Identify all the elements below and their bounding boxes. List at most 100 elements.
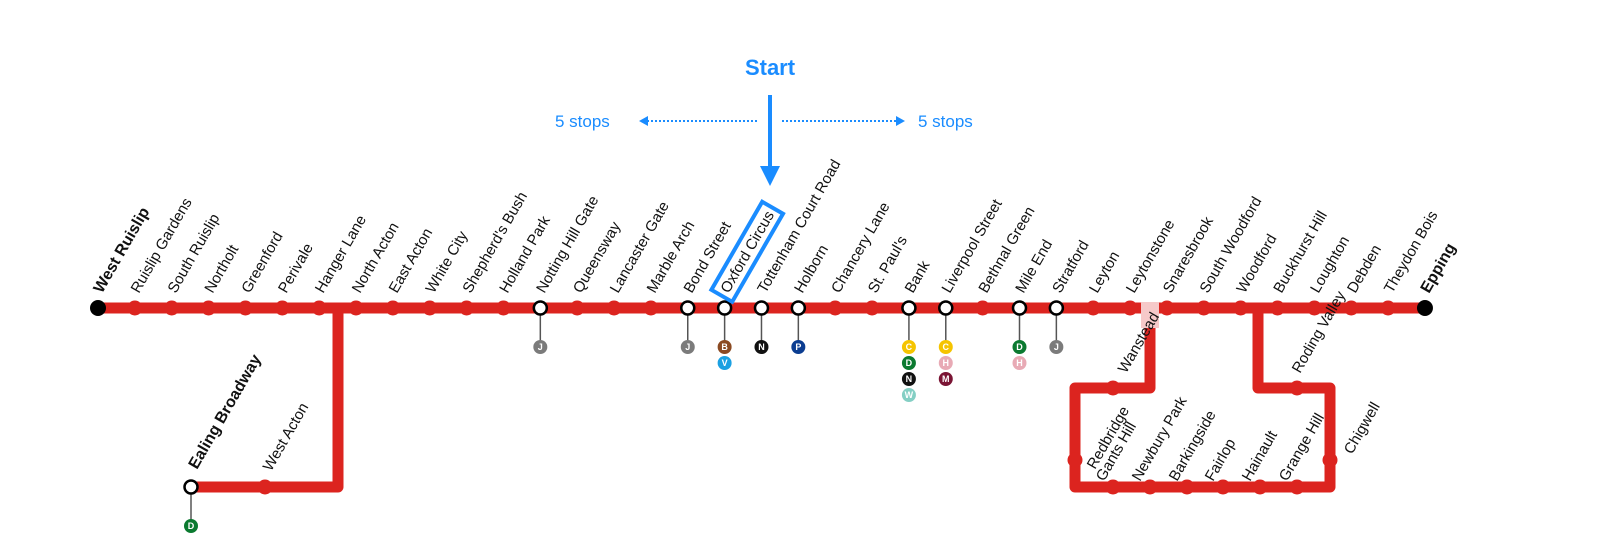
station-marker <box>1122 300 1138 316</box>
station-label: Wanstead <box>1115 309 1163 376</box>
station-label: Grange Hill <box>1276 411 1328 484</box>
station-marker <box>1289 479 1305 495</box>
interchange-badge-W <box>901 388 916 402</box>
station-marker <box>1233 300 1249 316</box>
station-label-group: Leyton <box>1086 248 1123 296</box>
start-label: Start <box>745 55 796 80</box>
station-label: Chigwell <box>1341 399 1384 457</box>
station-marker <box>864 300 880 316</box>
station-label-group: Northolt <box>201 241 242 296</box>
station-label: Perivale <box>275 241 317 296</box>
interchange-station-marker <box>790 300 807 316</box>
interchange-badge-letter: D <box>906 358 913 368</box>
interchange-badge-letter: M <box>942 374 950 384</box>
interchange-badge-letter: C <box>906 342 913 352</box>
station-label-group: Perivale <box>275 241 317 296</box>
left-stops-label: 5 stops <box>555 112 610 131</box>
interchange-badge-letter: W <box>905 390 914 400</box>
interchange-badge-letter: J <box>538 342 543 352</box>
station-label-group: Debden <box>1344 242 1385 296</box>
station-marker <box>385 300 401 316</box>
station-marker <box>569 300 585 316</box>
start-station-highlight-box <box>708 199 786 305</box>
station-marker <box>348 300 364 316</box>
station-marker <box>1085 300 1101 316</box>
right-arrow-head <box>896 116 905 126</box>
station-marker <box>643 300 659 316</box>
station-label: Shepherd's Bush <box>459 189 531 296</box>
terminus-marker <box>1416 300 1433 316</box>
wanstead-junction <box>1141 302 1159 328</box>
station-marker <box>495 300 511 316</box>
interchange-badge-letter: J <box>1054 342 1059 352</box>
interchange-badge-letter: B <box>721 342 728 352</box>
station-marker <box>311 300 327 316</box>
station-marker <box>164 300 180 316</box>
interchange-badge-D <box>1012 340 1027 354</box>
interchange-badge-V <box>717 356 732 370</box>
station-label: Epping <box>1418 241 1460 296</box>
station-marker <box>827 300 843 316</box>
interchange-badge-J <box>680 340 695 354</box>
station-label: Roding Valley <box>1289 288 1350 376</box>
station-label: Northolt <box>201 241 242 296</box>
station-label-group: Grange Hill <box>1276 411 1328 484</box>
right-stops-label: 5 stops <box>918 112 973 131</box>
interchange-station-marker <box>183 479 199 495</box>
station-marker <box>1343 300 1359 316</box>
interchange-badge-N <box>901 372 916 386</box>
station-marker <box>257 479 273 495</box>
station-label-group: Shepherd's Bush <box>459 189 531 296</box>
interchange-station-marker <box>938 300 954 316</box>
interchange-station-marker <box>901 300 917 316</box>
station-label-group: Roding Valley <box>1289 288 1350 376</box>
interchange-badge-H <box>1012 356 1027 370</box>
interchange-badge-letter: H <box>1016 358 1023 368</box>
ealing-branch-track <box>191 308 344 493</box>
interchange-badge-C <box>938 340 953 354</box>
interchange-badge-H <box>938 356 953 370</box>
terminus-marker <box>90 300 106 316</box>
interchange-badge-D <box>184 519 198 533</box>
station-label: Leyton <box>1086 248 1123 296</box>
station-label: Bank <box>902 257 934 296</box>
interchange-badge-letter: H <box>943 358 950 368</box>
interchange-badge-J <box>1049 340 1064 354</box>
station-label-group: Holborn <box>791 242 832 296</box>
station-label-group: Fairlop <box>1202 436 1240 484</box>
station-marker <box>274 300 290 316</box>
station-marker <box>1252 479 1268 495</box>
station-marker <box>606 300 622 316</box>
station-marker <box>975 300 991 316</box>
station-marker <box>1105 380 1121 396</box>
station-marker <box>237 300 253 316</box>
interchange-badge-M <box>938 372 953 386</box>
station-label-group: Wanstead <box>1115 309 1163 376</box>
interchange-station-marker <box>1011 300 1028 316</box>
station-marker <box>127 300 143 316</box>
station-marker <box>422 300 438 316</box>
interchange-station-marker <box>716 300 733 316</box>
station-marker <box>1270 300 1286 316</box>
interchange-station-marker <box>1048 300 1065 316</box>
start-annotation: Start 5 stops 5 stops <box>555 55 973 186</box>
station-marker <box>1215 479 1231 495</box>
interchange-badge-letter: N <box>906 374 913 384</box>
station-marker <box>1322 452 1338 468</box>
interchange-badge-C <box>901 340 916 354</box>
interchange-station-marker <box>532 300 549 316</box>
station-label: West Acton <box>260 400 313 474</box>
station-label-group: Chigwell <box>1341 399 1384 457</box>
station-marker <box>1179 479 1195 495</box>
interchange-badge-P <box>791 340 806 354</box>
interchange-badge-D <box>901 356 916 370</box>
station-marker <box>459 300 475 316</box>
station-marker <box>1289 380 1305 396</box>
left-arrow-head <box>639 116 648 126</box>
interchange-badge-letter: C <box>943 342 950 352</box>
interchange-badge-letter: D <box>188 521 195 531</box>
station-label-group: West Acton <box>260 400 313 474</box>
station-label-group: Bank <box>902 257 934 296</box>
station-marker <box>1105 479 1121 495</box>
